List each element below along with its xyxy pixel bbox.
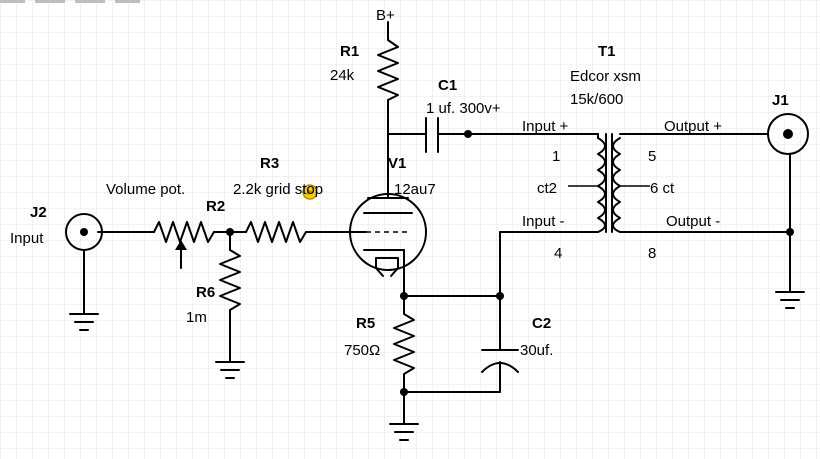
junction-dot <box>226 228 234 236</box>
cursor-marker-icon <box>302 184 318 200</box>
label-volume-pot: Volume pot. <box>106 181 185 198</box>
label-ct2: ct2 <box>537 180 557 197</box>
label-c1-value: 1 uf. 300v+ <box>426 100 501 117</box>
label-ct6: 6 ct <box>650 180 675 197</box>
label-t1-ref: T1 <box>598 43 616 60</box>
label-r6-ref: R6 <box>196 284 215 301</box>
label-output-plus: Output + <box>664 118 722 135</box>
ground-r6 <box>215 357 245 379</box>
label-pin-8: 8 <box>648 245 656 262</box>
label-r1-ref: R1 <box>340 43 359 60</box>
label-r3-ref: R3 <box>260 155 279 172</box>
junction-dot <box>464 130 472 138</box>
label-v1-value: 12au7 <box>394 181 436 198</box>
wiper-arrow <box>175 240 187 250</box>
label-r3-value: 2.2k grid stop <box>233 181 323 198</box>
toolbar-tabs <box>0 0 140 3</box>
label-t1-ratio: 15k/600 <box>570 91 623 108</box>
label-pin-1: 1 <box>552 148 560 165</box>
label-input-plus: Input + <box>522 118 569 135</box>
label-input-minus: Input - <box>522 213 565 230</box>
label-pin-4: 4 <box>554 245 562 262</box>
label-r5-ref: R5 <box>356 315 375 332</box>
label-pin-5: 5 <box>648 148 656 165</box>
label-v1-ref: V1 <box>388 155 406 172</box>
resistor-r1[interactable] <box>377 21 399 135</box>
label-c2-value: 30uf. <box>520 342 553 359</box>
jack-j2[interactable] <box>65 213 103 331</box>
label-j2-ref: J2 <box>30 204 47 221</box>
capacitor-c2[interactable] <box>481 231 519 393</box>
label-r1-value: 24k <box>330 67 355 84</box>
label-r2-ref: R2 <box>206 198 225 215</box>
label-c1-ref: C1 <box>438 77 457 94</box>
label-t1-model: Edcor xsm <box>570 68 641 85</box>
label-output-minus: Output - <box>666 213 720 230</box>
label-j2-input: Input <box>10 230 44 247</box>
ground-main <box>389 391 419 441</box>
jack-j1[interactable] <box>767 113 809 309</box>
label-r5-value: 750Ω <box>344 342 380 359</box>
label-r6-value: 1m <box>186 309 207 326</box>
label-j1-ref: J1 <box>772 92 789 109</box>
label-c2-ref: C2 <box>532 315 551 332</box>
transformer-t1[interactable] <box>568 133 791 233</box>
label-bplus: B+ <box>376 7 395 24</box>
